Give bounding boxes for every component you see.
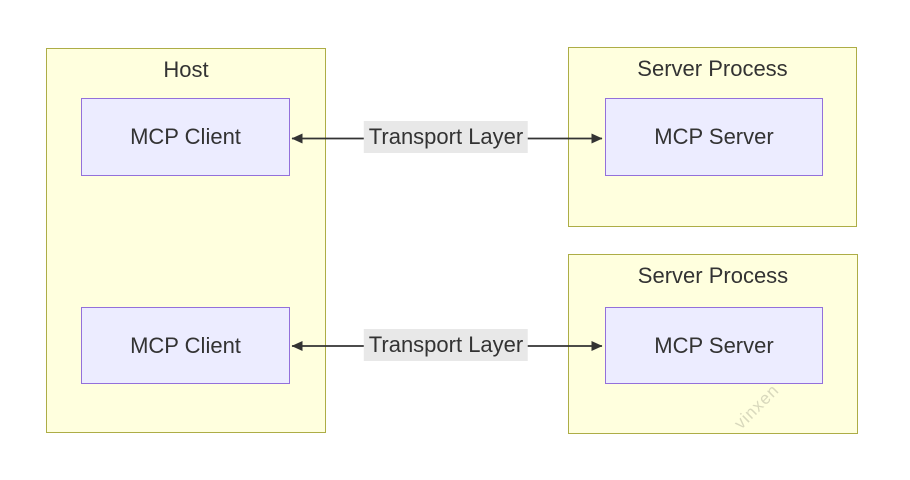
transport-layer-label-1: Transport Layer xyxy=(363,121,529,153)
mcp-client-1-label: MCP Client xyxy=(130,124,241,149)
mcp-server-1-node: MCP Server xyxy=(605,98,823,176)
host-cluster-title: Host xyxy=(163,57,209,82)
mcp-client-2-node: MCP Client xyxy=(81,307,290,384)
transport-layer-label-2: Transport Layer xyxy=(363,329,529,361)
mcp-client-1-node: MCP Client xyxy=(81,98,290,176)
mcp-server-2-label: MCP Server xyxy=(654,332,774,358)
server-process-2-title: Server Process xyxy=(637,263,789,288)
mcp-client-2-label: MCP Client xyxy=(130,332,241,358)
mcp-server-1-label: MCP Server xyxy=(654,124,774,149)
mcp-server-2-node: MCP Server xyxy=(605,307,823,384)
server-process-1-title: Server Process xyxy=(637,56,788,81)
